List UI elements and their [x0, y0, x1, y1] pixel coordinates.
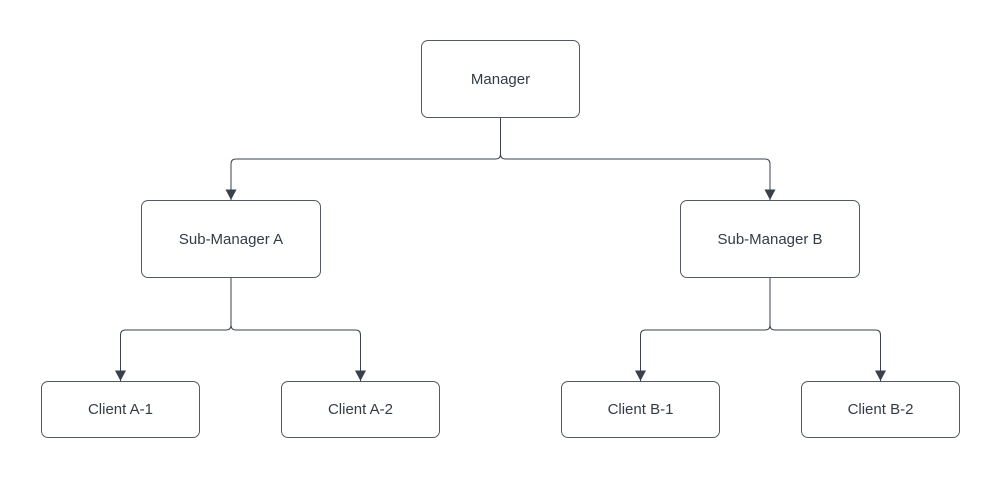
node-sub-manager-b: Sub-Manager B — [680, 200, 860, 278]
edge-manager-to-sub-manager-b — [500, 118, 776, 200]
edge-sub-manager-a-to-client-a-2 — [230, 278, 366, 381]
node-manager: Manager — [421, 40, 580, 118]
edge-sub-manager-a-to-client-a-1 — [115, 278, 232, 381]
node-client-a-1-label: Client A-1 — [87, 401, 154, 418]
node-client-b-2-label: Client B-2 — [847, 401, 914, 418]
edge-sub-manager-b-to-client-b-2 — [769, 278, 886, 381]
node-client-b-2: Client B-2 — [801, 381, 960, 438]
node-sub-manager-a-label: Sub-Manager A — [178, 230, 284, 248]
node-client-a-2-label: Client A-2 — [327, 401, 394, 418]
node-client-b-1-label: Client B-1 — [607, 401, 674, 418]
node-client-a-1: Client A-1 — [41, 381, 200, 438]
node-manager-label: Manager — [470, 70, 531, 88]
node-client-b-1: Client B-1 — [561, 381, 720, 438]
edge-manager-to-sub-manager-a — [225, 118, 501, 200]
edge-sub-manager-b-to-client-b-1 — [635, 278, 771, 381]
node-sub-manager-b-label: Sub-Manager B — [717, 230, 823, 248]
node-sub-manager-a: Sub-Manager A — [141, 200, 321, 278]
node-client-a-2: Client A-2 — [281, 381, 440, 438]
